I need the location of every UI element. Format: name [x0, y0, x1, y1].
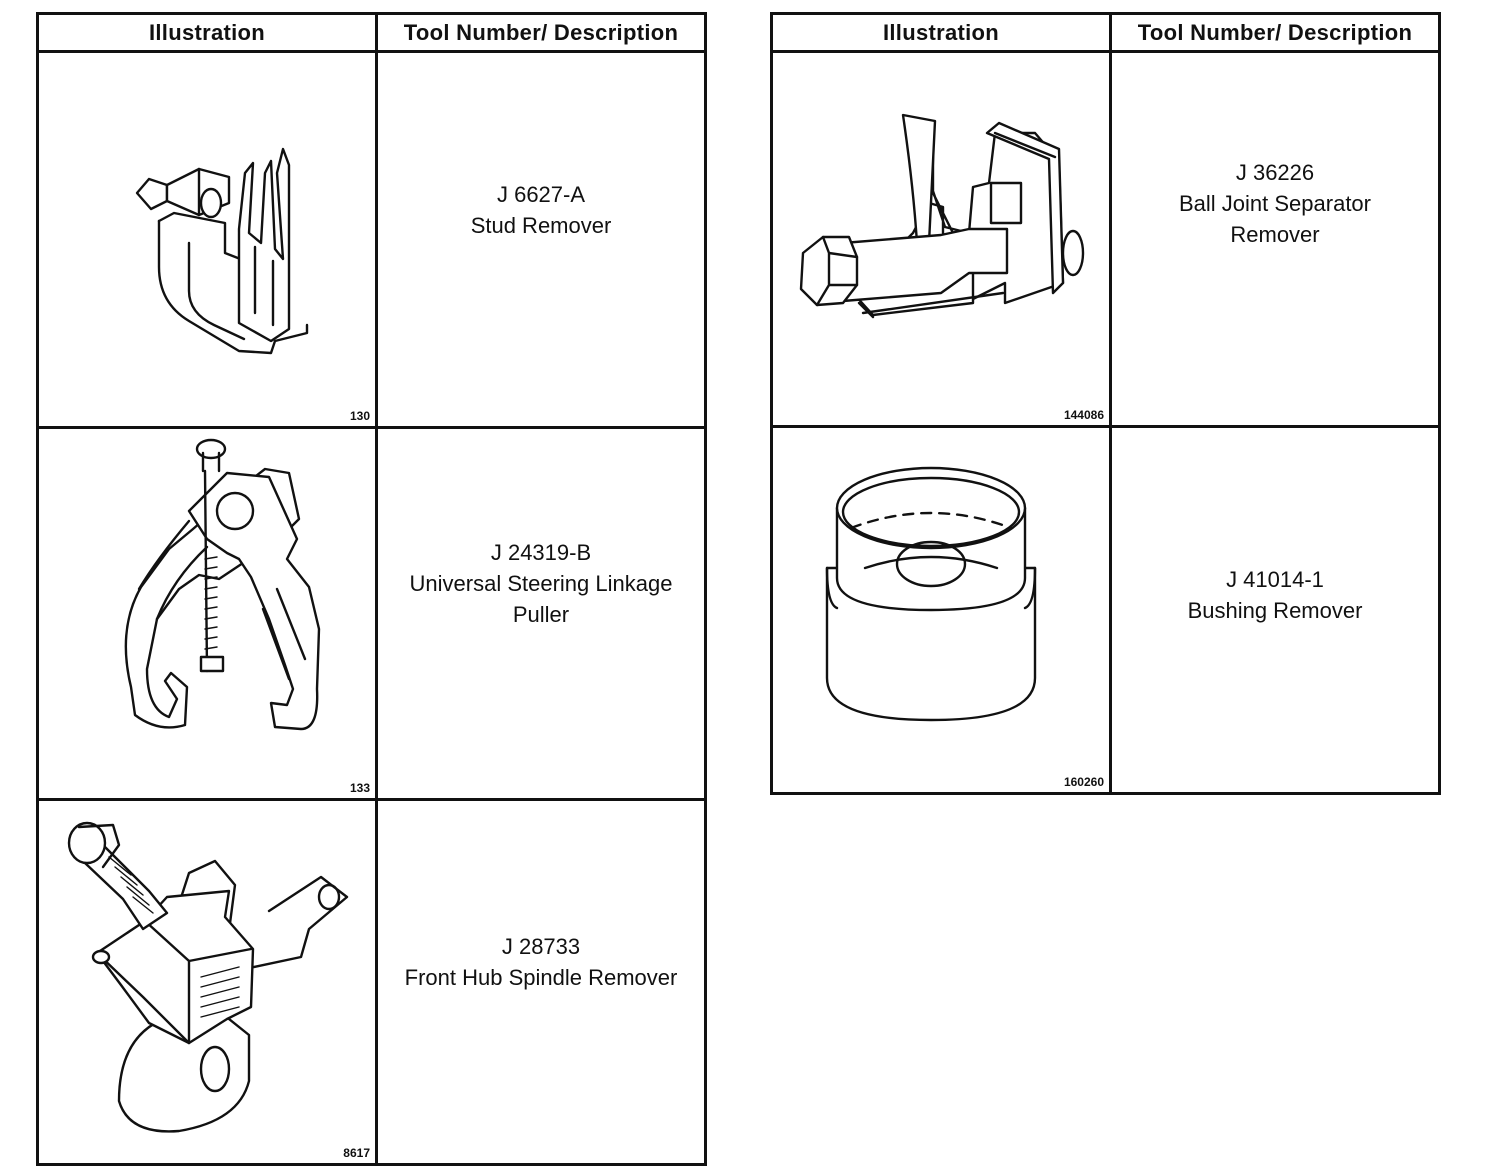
tool-description: Ball Joint Separator: [1179, 190, 1371, 216]
header-illustration: Illustration: [773, 15, 1112, 50]
table-row: 133 J 24319-B Universal Steering Linkage…: [39, 426, 704, 798]
tool-description: Universal Steering Linkage: [409, 571, 673, 596]
steering-linkage-puller-illustration: [124, 438, 321, 731]
header-illustration: Illustration: [39, 15, 378, 50]
description-cell: J 41014-1 Bushing Remover: [1112, 428, 1438, 792]
description-cell: J 24319-B Universal Steering Linkage Pul…: [378, 429, 704, 798]
tool-number: J 24319-B: [490, 540, 592, 565]
tool-description: Puller: [512, 602, 570, 627]
description-cell: J 36226 Ball Joint Separator Remover: [1112, 53, 1438, 425]
table-header: Illustration Tool Number/ Description: [39, 15, 704, 53]
tool-number: J 28733: [501, 934, 581, 959]
tool-table-right: Illustration Tool Number/ Description 14…: [770, 12, 1441, 795]
tool-description: Remover: [1230, 221, 1320, 247]
figure-number: 133: [349, 781, 370, 795]
tool-number: J 6627-A: [496, 181, 586, 207]
tool-number: J 41014-1: [1226, 567, 1324, 592]
description-cell: J 28733 Front Hub Spindle Remover: [378, 801, 704, 1163]
tool-description: Bushing Remover: [1187, 598, 1363, 623]
illustration-cell: 160260: [773, 428, 1112, 792]
table-row: 8617 J 28733 Front Hub Spindle Remover: [39, 798, 704, 1163]
tool-table-left: Illustration Tool Number/ Description 13…: [36, 12, 707, 1166]
ball-joint-separator-illustration: [799, 113, 1085, 319]
illustration-cell: 144086: [773, 53, 1112, 425]
table-row: 130 J 6627-A Stud Remover: [39, 53, 704, 426]
tool-description: Stud Remover: [470, 212, 612, 238]
tool-description: Front Hub Spindle Remover: [404, 965, 678, 990]
header-tool-description: Tool Number/ Description: [1137, 19, 1413, 45]
stud-remover-illustration: [135, 147, 309, 355]
hub-spindle-remover-illustration: [67, 821, 349, 1133]
table-row: 160260 J 41014-1 Bushing Remover: [773, 425, 1438, 792]
bushing-remover-illustration: [825, 466, 1037, 722]
figure-number: 130: [349, 409, 370, 423]
illustration-cell: 8617: [39, 801, 378, 1163]
illustration-cell: 130: [39, 53, 378, 426]
figure-number: 8617: [343, 1146, 370, 1160]
figure-number: 144086: [1063, 408, 1104, 422]
header-tool-description: Tool Number/ Description: [403, 19, 679, 45]
table-header: Illustration Tool Number/ Description: [773, 15, 1438, 53]
figure-number: 160260: [1063, 775, 1104, 789]
tool-number: J 36226: [1235, 159, 1315, 185]
table-row: 144086 J 36226 Ball Joint Separator Remo…: [773, 53, 1438, 425]
illustration-cell: 133: [39, 429, 378, 798]
description-cell: J 6627-A Stud Remover: [378, 53, 704, 426]
